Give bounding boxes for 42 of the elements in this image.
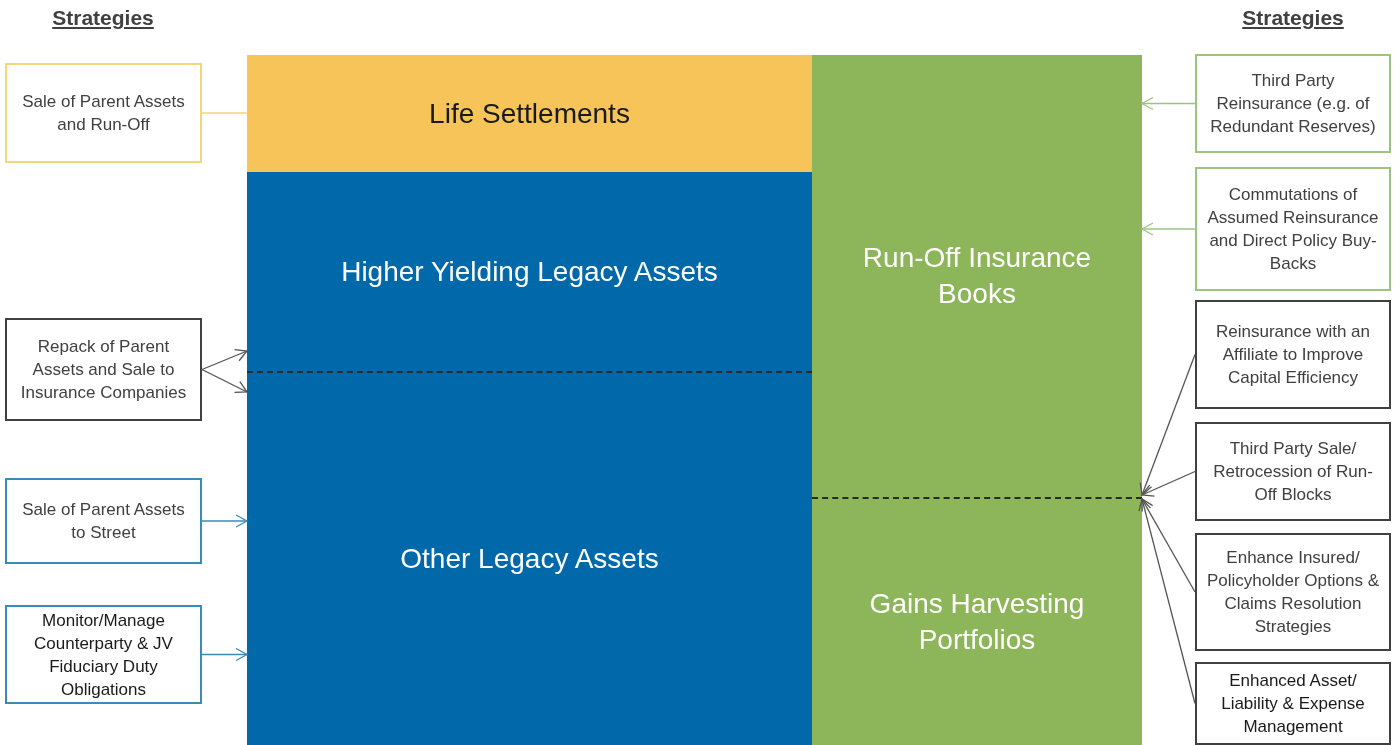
category-label: Life Settlements [429, 96, 630, 131]
category-label: Run-Off Insurance Books [861, 241, 1093, 311]
strategy-text: Enhanced Asset/ Liability & Expense Management [1220, 670, 1366, 738]
connector-arrow [1138, 498, 1196, 705]
strategy-box [5, 318, 202, 421]
strategy-text: Monitor/Manage Counterparty & JV Fiduciary Duty Obligations [33, 609, 174, 701]
category-block [812, 55, 1142, 497]
connector-arrow [201, 514, 248, 528]
connector-arrow [201, 349, 248, 371]
category-block [247, 55, 812, 172]
strategy-box [1195, 167, 1391, 291]
strategy-box [1195, 54, 1391, 153]
column-heading: Strategies [51, 6, 155, 30]
strategy-box [5, 605, 202, 704]
strategy-text: Third Party Reinsurance (e.g. of Redundant Reserves) [1209, 70, 1377, 138]
connector-arrow [1141, 96, 1196, 111]
category-block [247, 371, 812, 745]
strategy-box [1195, 662, 1391, 745]
connector-arrow [1141, 222, 1196, 236]
column-heading: Strategies [1241, 6, 1345, 30]
category-label: Higher Yielding Legacy Assets [341, 254, 718, 289]
category-label: Gains Harvesting Portfolios [868, 587, 1086, 657]
connector-arrow [201, 647, 248, 662]
strategy-box [1195, 300, 1391, 409]
strategy-text: Repack of Parent Assets and Sale to Insurance Companies [19, 336, 188, 404]
strategy-text: Enhance Insured/ Policyholder Options & Claims Resolution Strategies [1206, 547, 1380, 638]
category-block [812, 497, 1142, 745]
strategy-text: Reinsurance with an Affiliate to Improve Capital Efficiency [1215, 321, 1371, 389]
category-label: Other Legacy Assets [400, 542, 659, 576]
strategy-box [1195, 533, 1391, 651]
connector-arrow [1141, 498, 1196, 593]
strategy-text: Sale of Parent Assets to Street [21, 499, 186, 544]
category-block [247, 172, 812, 371]
connector-arrow [201, 368, 248, 394]
connector-arrow [1141, 470, 1196, 497]
strategy-text: Sale of Parent Assets and Run-Off [21, 91, 186, 136]
connector-arrow [1139, 353, 1196, 496]
strategy-box [1195, 422, 1391, 521]
strategy-text: Third Party Sale/ Retrocession of Run-Off Blocks [1212, 438, 1374, 506]
strategy-box [5, 478, 202, 564]
strategy-text: Commutations of Assumed Reinsurance and Direct Policy Buy-Backs [1206, 184, 1380, 275]
strategy-box [5, 63, 202, 163]
